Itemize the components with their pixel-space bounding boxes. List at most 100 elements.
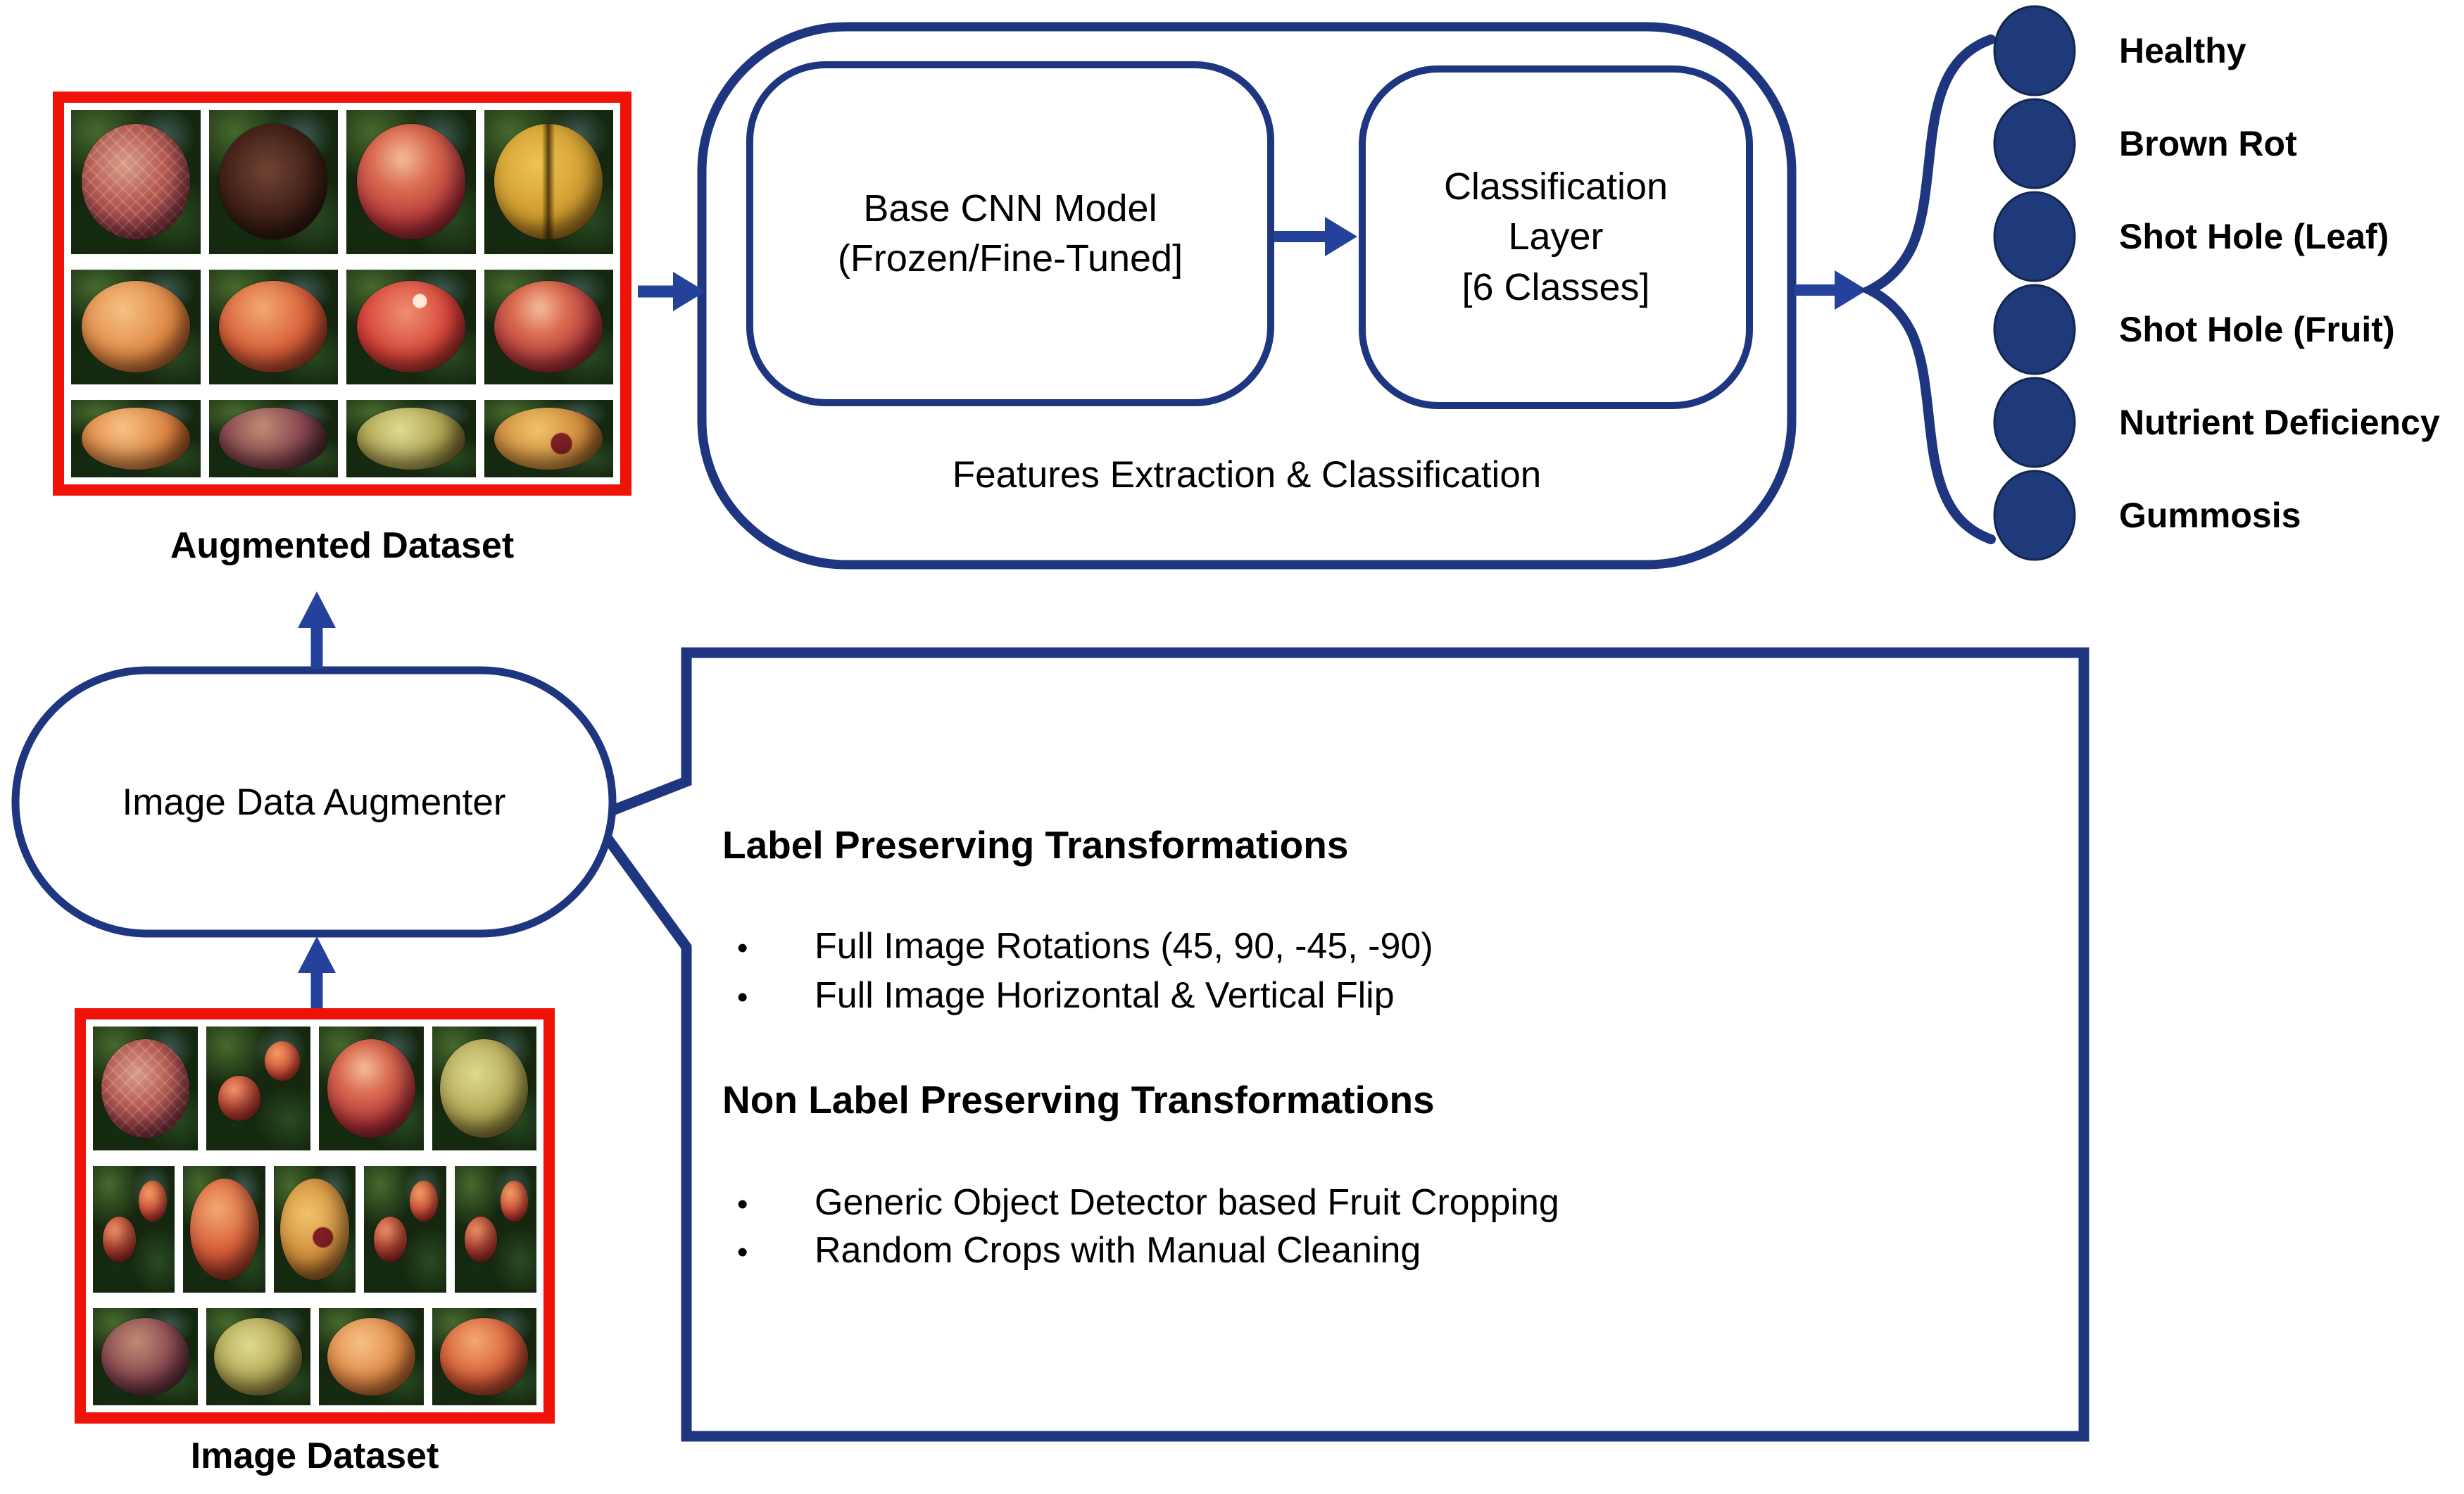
class-label-shot-hole-leaf: Shot Hole (Leaf) [2119, 217, 2389, 256]
fruit-blob [101, 1318, 189, 1396]
class-node-shot-hole-leaf [1993, 191, 2076, 282]
fruit-blob [356, 124, 465, 240]
fruit-photo [71, 110, 201, 254]
fruit-blob [280, 1178, 349, 1281]
fruit-blob [494, 124, 603, 240]
classification-layer-box [1359, 65, 1753, 409]
fruit-photo [71, 399, 201, 477]
features-extraction-caption: Features Extraction & Classification [952, 453, 1542, 496]
fruit-blob [214, 1318, 303, 1396]
fruit-blob [494, 281, 603, 373]
fruit-blob [81, 124, 190, 240]
transformations-callout-box [584, 647, 2089, 1442]
fruit-blob [494, 407, 603, 470]
fruit-photo [71, 269, 201, 384]
fruit-photo [484, 110, 613, 254]
fruit-photo [346, 110, 476, 254]
class-label-shot-hole-fruit: Shot Hole (Fruit) [2119, 310, 2395, 349]
output-fan-brace [1859, 34, 1996, 544]
arrow-cnn-to-classifier [1274, 217, 1357, 256]
non-label-preserving-heading: Non Label Preserving Transformations [722, 1078, 1435, 1122]
fruit-blob [189, 1178, 259, 1281]
fruit-photo [93, 1165, 175, 1293]
fruit-photo-row [93, 1165, 537, 1293]
image-dataset-panel [75, 1008, 555, 1424]
class-node-nutrient-deficiency [1993, 377, 2076, 468]
arrow-augmenter-to-augmented [298, 591, 336, 669]
class-node-brown-rot [1993, 98, 2076, 189]
fruit-blob [219, 281, 328, 373]
image-data-augmenter-label: Image Data Augmenter [122, 781, 506, 823]
image-dataset-grid [86, 1019, 543, 1412]
fruit-blob [218, 1076, 260, 1121]
fruit-blob [327, 1318, 415, 1396]
bullet-icon: • [737, 1187, 748, 1222]
fruit-photo-row [93, 1308, 536, 1405]
image-data-augmenter-bubble [11, 666, 617, 938]
fruit-blob [101, 1038, 189, 1138]
bullet-icon: • [737, 1235, 748, 1269]
class-node-gummosis [1993, 470, 2076, 561]
image-dataset-label: Image Dataset [190, 1436, 439, 1476]
bullet-label: Full Image Horizontal & Vertical Flip [815, 975, 1395, 1016]
arrow-dataset-to-augmenter [298, 936, 336, 1008]
arrow-classifier-to-outputs [1794, 270, 1867, 310]
fruit-blob [81, 407, 190, 470]
bullet-object-detector-cropping: • Generic Object Detector based Fruit Cr… [737, 1181, 1559, 1224]
fruit-photo [484, 399, 613, 477]
fruit-photo [273, 1165, 356, 1293]
class-label-brown-rot: Brown Rot [2119, 124, 2297, 163]
bullet-label: Random Crops with Manual Cleaning [815, 1230, 1421, 1271]
fruit-photo-row [71, 110, 613, 254]
fruit-photo [454, 1165, 537, 1293]
fruit-photo [364, 1165, 446, 1293]
class-label-nutrient-deficiency: Nutrient Deficiency [2119, 403, 2440, 442]
base-cnn-box [746, 61, 1274, 406]
augmented-dataset-grid [64, 103, 620, 484]
fruit-photo [432, 1308, 536, 1405]
fruit-blob [356, 281, 465, 373]
fruit-blob [327, 1038, 415, 1138]
fruit-photo [346, 399, 476, 477]
bullet-icon: • [737, 931, 748, 965]
fruit-photo [346, 269, 476, 384]
fruit-blob [219, 407, 328, 470]
class-node-shot-hole-fruit [1993, 284, 2076, 375]
arrow-augmented-to-cnn [638, 272, 705, 311]
fruit-photo [206, 1308, 310, 1405]
augmented-dataset-panel [53, 92, 631, 496]
bullet-horizontal-vertical-flip: • Full Image Horizontal & Vertical Flip [737, 974, 1395, 1017]
fruit-photo [208, 269, 338, 384]
fruit-blob [81, 281, 190, 373]
fruit-photo [484, 269, 613, 384]
fruit-blob [356, 407, 465, 470]
bullet-icon: • [737, 980, 748, 1015]
classification-layer-label: Classification Layer [6 Classes] [1443, 165, 1668, 308]
fruit-blob [464, 1216, 498, 1262]
class-label-healthy: Healthy [2119, 31, 2246, 70]
fruit-photo-row [71, 269, 613, 384]
base-cnn-label: Base CNN Model (Frozen/Fine-Tuned] [837, 187, 1183, 280]
fruit-photo-row [93, 1027, 536, 1150]
fruit-photo [93, 1308, 198, 1405]
fruit-photo [183, 1165, 265, 1293]
fruit-blob [219, 124, 328, 240]
augmented-dataset-label: Augmented Dataset [170, 525, 515, 566]
bullet-label: Generic Object Detector based Fruit Crop… [815, 1182, 1559, 1223]
fruit-photo [432, 1027, 536, 1150]
bullet-full-image-rotations: • Full Image Rotations (45, 90, -45, -90… [737, 925, 1433, 967]
fruit-blob [102, 1216, 136, 1262]
fruit-blob [374, 1216, 407, 1262]
fruit-photo [206, 1027, 310, 1150]
label-preserving-heading: Label Preserving Transformations [722, 823, 1349, 867]
fruit-photo [208, 110, 338, 254]
bullet-label: Full Image Rotations (45, 90, -45, -90) [815, 926, 1433, 967]
class-node-healthy [1993, 5, 2076, 96]
fruit-photo [319, 1308, 424, 1405]
fruit-blob [440, 1038, 529, 1138]
fruit-photo [208, 399, 338, 477]
fruit-blob [440, 1318, 529, 1396]
bullet-random-crops: • Random Crops with Manual Cleaning [737, 1229, 1421, 1272]
